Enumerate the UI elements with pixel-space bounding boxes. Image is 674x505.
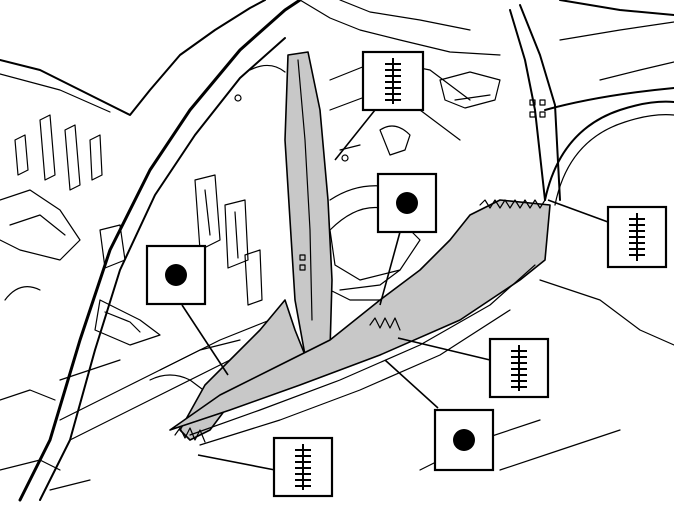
spot-weld-seam-icon	[511, 345, 527, 391]
spot-weld-dot-icon	[396, 192, 418, 214]
callout-a-pillar-top	[361, 50, 425, 112]
callout-sill-rear	[488, 337, 550, 399]
spot-weld-dot-icon	[165, 264, 187, 286]
callout-rear-wheel-arch	[606, 205, 668, 269]
leader-lines	[181, 109, 609, 471]
callout-sill-middle	[433, 408, 495, 472]
c-pillar-highlight	[509, 4, 561, 201]
spot-weld-seam-icon	[385, 58, 401, 104]
callout-b-pillar-mid	[376, 172, 438, 234]
callout-a-pillar-lower	[145, 244, 207, 306]
spot-weld-dot-icon	[453, 429, 475, 451]
callout-sill-front	[272, 436, 334, 498]
sill-highlight	[169, 199, 551, 446]
spot-weld-seam-icon	[629, 213, 645, 261]
spot-weld-seam-icon	[295, 444, 311, 490]
b-pillar-highlight	[284, 51, 333, 361]
cut-lines	[174, 199, 546, 443]
